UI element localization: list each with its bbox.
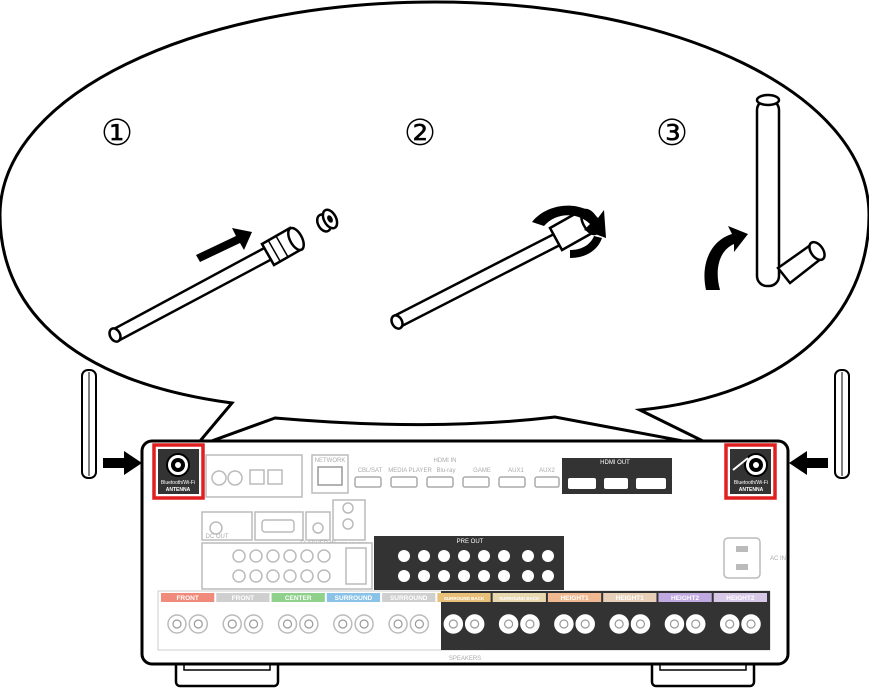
speaker-binding-post xyxy=(354,614,374,634)
speaker-group-label: SURROUND xyxy=(390,595,428,602)
svg-text:Blu-ray: Blu-ray xyxy=(436,468,455,474)
svg-text:SPEAKERS: SPEAKERS xyxy=(449,656,481,662)
speaker-group-label: HEIGHT2 xyxy=(671,595,700,602)
right-outer-antenna xyxy=(834,369,850,479)
ac-inlet: AC IN xyxy=(723,537,786,579)
speaker-terminal-group: HEIGHT2 xyxy=(713,593,767,634)
speaker-binding-post xyxy=(167,614,187,634)
speaker-binding-post xyxy=(388,614,408,634)
speaker-group-label: SURROUND BACK xyxy=(499,596,540,601)
svg-text:HDMI OUT: HDMI OUT xyxy=(600,460,630,466)
speaker-binding-post xyxy=(685,614,706,634)
speaker-terminal-group: SURROUND xyxy=(382,593,436,634)
step-2-number: ② xyxy=(404,113,436,154)
pre-out-block: PRE OUT xyxy=(374,536,564,590)
step-1-connector xyxy=(315,208,339,233)
svg-text:AUX1: AUX1 xyxy=(508,468,524,474)
speaker-binding-post xyxy=(498,614,519,634)
step-1-antenna xyxy=(108,226,305,343)
speaker-terminal-group: SURROUND xyxy=(326,593,381,634)
speaker-binding-post xyxy=(520,614,540,634)
svg-text:NETWORK: NETWORK xyxy=(315,458,346,464)
speaker-binding-post xyxy=(243,614,264,634)
speaker-binding-post xyxy=(464,614,485,634)
speaker-binding-post xyxy=(575,614,595,634)
rotate-arrow xyxy=(532,205,606,238)
step-1-number: ① xyxy=(101,113,133,154)
hdmi-out-block: HDMI OUT xyxy=(562,458,672,494)
svg-text:Bluetooth/Wi-Fi: Bluetooth/Wi-Fi xyxy=(161,480,195,486)
speaker-binding-post xyxy=(277,614,298,634)
left-antenna-terminal: Bluetooth/Wi-Fi ANTENNA xyxy=(152,443,205,500)
speaker-binding-post xyxy=(409,614,430,634)
speaker-terminal-group: HEIGHT1 xyxy=(603,593,657,634)
speaker-binding-post xyxy=(443,614,464,634)
control-ports xyxy=(201,499,366,541)
push-arrow xyxy=(196,228,252,262)
speaker-group-label: CENTER xyxy=(285,595,312,602)
step-3-number: ③ xyxy=(656,113,688,154)
callout-bubble xyxy=(0,0,869,451)
hdmi-in-block: HDMI IN CBL/SAT MEDIA PLAYER Blu-ray GAM… xyxy=(354,458,560,488)
svg-text:DC OUT: DC OUT xyxy=(206,534,229,540)
step-3-antenna xyxy=(755,93,826,288)
speaker-group-label: HEIGHT2 xyxy=(726,595,755,602)
svg-text:Bluetooth/Wi-Fi: Bluetooth/Wi-Fi xyxy=(734,480,768,486)
speaker-group-label: FRONT xyxy=(232,595,254,602)
speaker-terminal-group: CENTER xyxy=(271,593,325,634)
speaker-binding-post xyxy=(741,614,761,634)
speaker-binding-post xyxy=(333,614,353,634)
svg-text:AC IN: AC IN xyxy=(770,556,786,562)
speaker-binding-post xyxy=(630,614,651,634)
speaker-group-label: HEIGHT1 xyxy=(616,595,645,602)
digital-audio-inputs xyxy=(205,454,303,498)
network-port: NETWORK xyxy=(311,454,349,494)
left-insert-arrow xyxy=(103,451,142,475)
svg-text:ANTENNA: ANTENNA xyxy=(166,487,191,493)
svg-text:PRE OUT: PRE OUT xyxy=(457,539,484,545)
raise-arrow xyxy=(704,226,748,290)
speaker-group-label: FRONT xyxy=(176,595,198,602)
speaker-binding-post xyxy=(188,614,209,634)
right-antenna-terminal: Bluetooth/Wi-Fi ANTENNA xyxy=(724,443,777,500)
speaker-terminal-group: SURROUND BACK xyxy=(437,593,491,634)
speaker-binding-post xyxy=(554,614,574,634)
right-insert-arrow xyxy=(789,451,828,475)
svg-text:AUX2: AUX2 xyxy=(539,468,555,474)
speaker-terminal-group: HEIGHT2 xyxy=(658,593,712,634)
speaker-binding-post xyxy=(299,614,319,634)
speaker-terminal-group: FRONT xyxy=(216,593,270,634)
speaker-group-label: HEIGHT1 xyxy=(560,595,589,602)
speaker-binding-post xyxy=(222,614,243,634)
speaker-binding-post xyxy=(664,614,685,634)
svg-text:ANTENNA: ANTENNA xyxy=(739,487,764,493)
svg-text:GAME: GAME xyxy=(473,468,491,474)
svg-text:HDMI IN: HDMI IN xyxy=(434,458,457,464)
svg-text:CBL/SAT: CBL/SAT xyxy=(358,468,383,474)
speaker-group-label: SURROUND BACK xyxy=(444,596,485,601)
speaker-group-label: SURROUND xyxy=(335,595,373,602)
speaker-terminal-group: SURROUND BACK xyxy=(492,593,546,634)
speaker-terminal-group: HEIGHT1 xyxy=(547,593,602,634)
speaker-terminal-group: FRONT xyxy=(161,593,215,634)
receiver-feet xyxy=(174,658,756,688)
speaker-binding-post xyxy=(719,614,740,634)
svg-text:MEDIA PLAYER: MEDIA PLAYER xyxy=(388,468,432,474)
step-2-antenna xyxy=(390,208,600,330)
left-outer-antenna xyxy=(81,369,97,479)
analog-inputs xyxy=(201,542,373,590)
speaker-binding-post xyxy=(609,614,629,634)
